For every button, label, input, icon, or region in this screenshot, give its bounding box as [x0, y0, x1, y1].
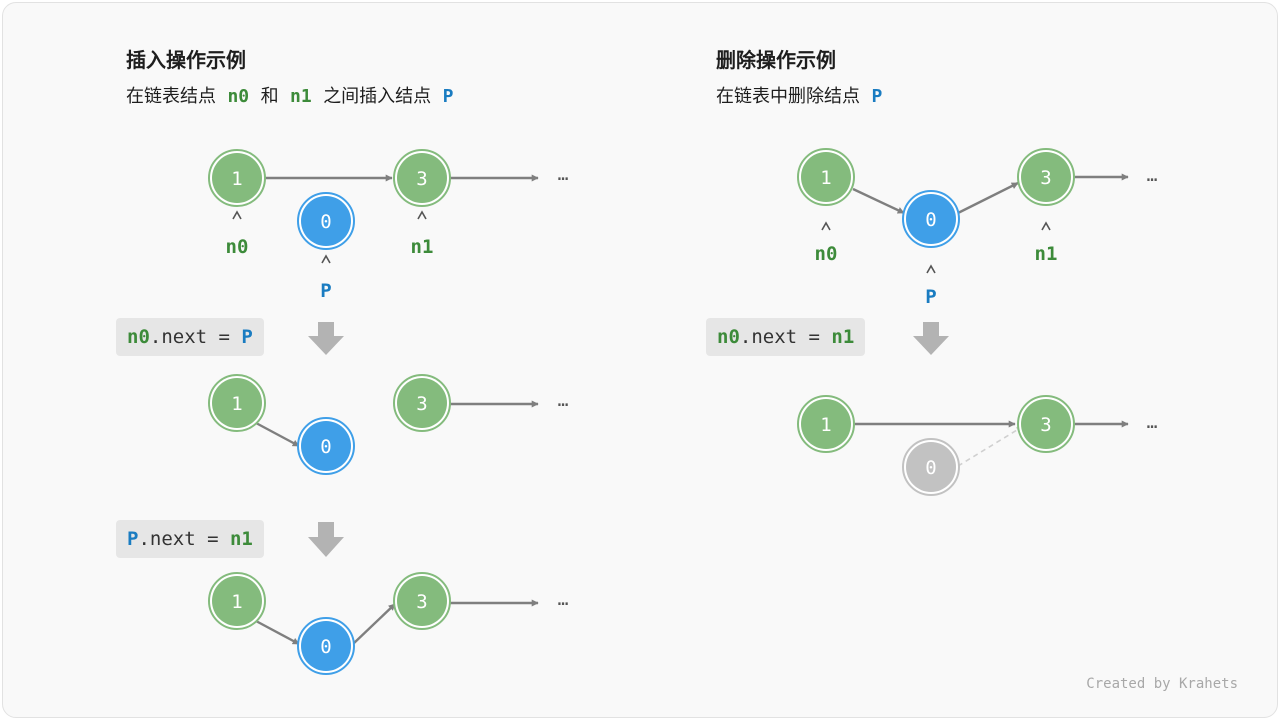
ellipsis: …	[1147, 412, 1158, 433]
edge-0-to-3-removed	[957, 426, 1023, 467]
edge-0-to-3	[957, 181, 1019, 215]
ellipsis: …	[1147, 165, 1158, 186]
insert-desc-and: 和	[260, 86, 279, 107]
label-n1: n1	[1035, 243, 1058, 265]
insert-step1-code: n0.next = P	[116, 318, 264, 356]
node-value: 0	[925, 209, 936, 231]
insert-desc-n1: n1	[290, 86, 312, 107]
node-0: 0	[297, 417, 355, 475]
node-1: 1	[208, 572, 266, 630]
delete-step1-lhs: n0	[717, 326, 740, 348]
insert-desc-mid: 之间插入结点	[323, 86, 432, 107]
ellipsis: …	[558, 164, 569, 185]
delete-desc-p: P	[871, 86, 883, 107]
node-value: 1	[820, 414, 831, 436]
node-value: 3	[416, 393, 427, 415]
node-0-removed: 0	[902, 438, 960, 496]
insert-step2-mid: .next =	[138, 528, 230, 550]
node-value: 1	[231, 168, 242, 190]
node-value: 3	[1040, 414, 1051, 436]
node-3: 3	[393, 572, 451, 630]
label-p: P	[320, 280, 331, 302]
node-1: 1	[208, 149, 266, 207]
insert-desc-p: P	[442, 86, 454, 107]
label-n0: n0	[815, 243, 838, 265]
insert-desc-prefix: 在链表结点	[126, 86, 216, 107]
insert-title: 插入操作示例	[126, 48, 246, 72]
label-n1: n1	[411, 236, 434, 258]
node-3: 3	[393, 374, 451, 432]
pointer-caret-icon	[926, 264, 936, 274]
node-value: 1	[820, 167, 831, 189]
insert-step1-lhs: n0	[127, 326, 150, 348]
edge-1-to-0	[255, 619, 300, 646]
insert-desc-n0: n0	[227, 86, 250, 107]
node-0: 0	[297, 192, 355, 250]
node-value: 3	[416, 168, 427, 190]
node-value: 0	[320, 211, 331, 233]
node-1: 1	[797, 148, 855, 206]
down-arrow-icon	[308, 522, 344, 557]
node-0: 0	[902, 190, 960, 248]
pointer-caret-icon	[232, 210, 242, 220]
insert-step2-lhs: P	[127, 528, 139, 550]
delete-step1-code: n0.next = n1	[706, 318, 866, 356]
node-0: 0	[297, 617, 355, 675]
delete-description: 在链表中删除结点 P	[716, 82, 882, 108]
node-3: 3	[393, 149, 451, 207]
node-3: 3	[1017, 148, 1075, 206]
node-3: 3	[1017, 395, 1075, 453]
node-value: 1	[231, 591, 242, 613]
pointer-caret-icon	[1041, 221, 1051, 231]
label-p: P	[925, 286, 936, 308]
insert-step2-code: P.next = n1	[116, 520, 264, 558]
edge-0-to-3	[352, 603, 396, 645]
node-value: 0	[320, 436, 331, 458]
delete-step1-rhs: n1	[831, 326, 855, 348]
pointer-caret-icon	[821, 221, 831, 231]
node-value: 0	[320, 636, 331, 658]
pointer-caret-icon	[417, 210, 427, 220]
delete-title: 删除操作示例	[716, 48, 836, 72]
node-1: 1	[797, 395, 855, 453]
node-value: 0	[925, 457, 936, 479]
node-value: 3	[416, 591, 427, 613]
node-value: 3	[1040, 167, 1051, 189]
delete-desc-prefix: 在链表中删除结点	[716, 86, 860, 107]
edge-1-to-0	[852, 187, 905, 215]
node-1: 1	[208, 374, 266, 432]
delete-step1-mid: .next =	[739, 326, 832, 348]
credit: Created by Krahets	[1086, 676, 1238, 692]
label-n0: n0	[226, 236, 249, 258]
insert-step1-mid: .next =	[149, 326, 242, 348]
node-value: 1	[231, 393, 242, 415]
down-arrow-icon	[308, 322, 344, 355]
insert-step2-rhs: n1	[229, 528, 253, 550]
down-arrow-icon	[913, 322, 949, 355]
insert-description: 在链表结点 n0 和 n1 之间插入结点 P	[126, 82, 453, 108]
edge-1-to-0	[255, 421, 300, 448]
pointer-caret-icon	[321, 254, 331, 264]
ellipsis: …	[558, 390, 569, 411]
ellipsis: …	[558, 589, 569, 610]
insert-step1-rhs: P	[241, 326, 253, 348]
